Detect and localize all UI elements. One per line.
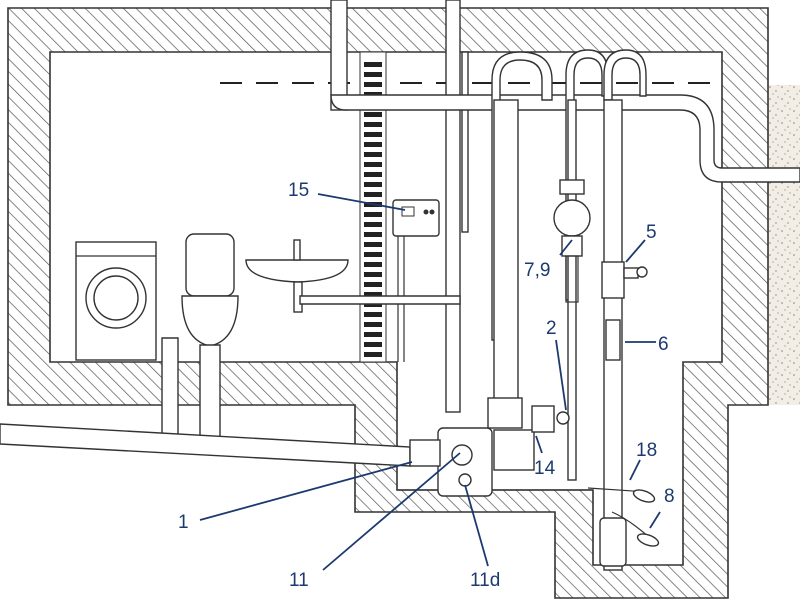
brick [364,242,382,247]
brick [364,212,382,217]
callout-leaders [199,193,661,571]
brick [364,312,382,317]
callout-8: 8 [664,486,675,507]
callout-7-9: 7,9 [524,260,550,281]
float-switch-icon [587,487,660,547]
toilet-icon [181,233,239,347]
brick [364,292,382,297]
discharge-pipe [493,99,519,401]
brick [364,272,382,277]
callout-2: 2 [546,318,557,339]
callout-14: 14 [534,458,556,479]
building-wall [7,7,769,599]
pump-icon [409,397,570,497]
callout-6: 6 [658,334,669,355]
brick [364,162,382,167]
brick [364,322,382,327]
brick [364,62,382,67]
brick [364,82,382,87]
brick [364,72,382,77]
brick [364,172,382,177]
brick [364,122,382,127]
vertical-pipe-left [445,0,461,413]
brick [364,332,382,337]
callout-18: 18 [636,440,657,461]
washing-machine-icon [75,241,157,361]
vent-line [330,94,800,183]
brick [364,192,382,197]
callout-11d: 11d [470,570,500,591]
control-box-icon [392,199,440,362]
soil-area [768,85,800,405]
brick [364,152,382,157]
pit-pump-icon [599,517,627,567]
brick [364,132,382,137]
valve-icon [601,261,648,361]
callout-11: 11 [289,570,309,591]
brick [364,282,382,287]
vent-pipe [330,0,348,111]
gate-valve-icon [553,179,591,303]
brick [364,352,382,357]
brick [364,252,382,257]
brick [364,342,382,347]
callout-5: 5 [646,222,657,243]
brick [364,232,382,237]
brick [364,142,382,147]
callout-15: 15 [288,180,309,201]
brick [364,182,382,187]
thin-pipe [461,51,469,233]
brick [364,222,382,227]
callout-1: 1 [178,512,189,533]
brick [364,262,382,267]
brick [364,112,382,117]
